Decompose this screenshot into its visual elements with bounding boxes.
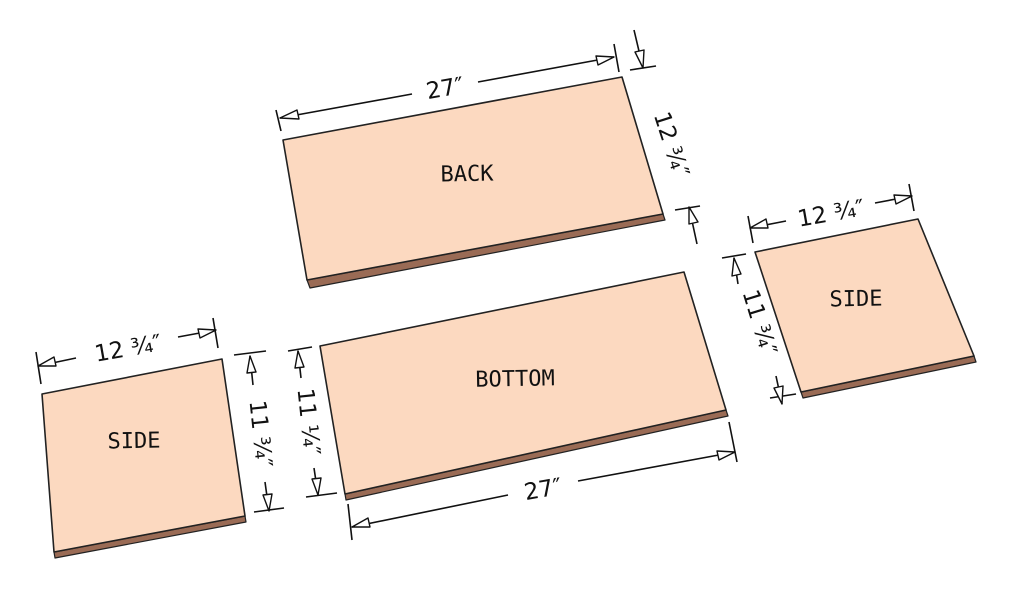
bottom-depth-label: 11 ¼″ bbox=[292, 387, 325, 457]
bottom-length-dimension: 27″ bbox=[347, 421, 738, 541]
bottom-depth-ext-bottom bbox=[305, 492, 338, 498]
bottom-panel-face bbox=[319, 271, 727, 495]
bottom-panel: BOTTOM bbox=[319, 271, 729, 501]
side-left-height-arrow-top bbox=[246, 355, 257, 374]
side-right-width-ext-right bbox=[908, 183, 915, 212]
side-left-panel: SIDE bbox=[41, 358, 247, 559]
side-right-width-label: 12 ¾″ bbox=[796, 195, 867, 232]
side-left-height-ext-top bbox=[233, 350, 267, 356]
side-left-panel-label: SIDE bbox=[107, 429, 160, 455]
back-length-line-left bbox=[279, 93, 413, 119]
side-left-height-label: 11 ¾″ bbox=[244, 399, 277, 469]
side-right-width-dimension: 12 ¾″ bbox=[747, 183, 915, 244]
side-right-panel-label: SIDE bbox=[829, 287, 882, 313]
side-left-height-arrow-bottom bbox=[262, 493, 273, 512]
back-panel-label: BACK bbox=[440, 162, 494, 188]
back-length-arrow-right bbox=[595, 55, 615, 66]
side-right-width-ext-left bbox=[747, 215, 754, 244]
side-right-width-arrow-left bbox=[749, 218, 769, 229]
bottom-length-ext-right bbox=[728, 421, 738, 463]
side-right-height-arrow-top bbox=[731, 257, 742, 277]
side-right-height-arrow-bottom bbox=[773, 385, 784, 405]
side-left-panel-face bbox=[41, 358, 246, 553]
side-left-width-ext-right bbox=[212, 317, 219, 349]
bottom-depth-arrow-bottom bbox=[311, 477, 322, 496]
bottom-length-line-right bbox=[577, 451, 736, 482]
bottom-panel-label: BOTTOM bbox=[475, 366, 555, 392]
back-panel-face bbox=[282, 76, 664, 281]
side-left-width-label: 12 ¾″ bbox=[93, 330, 164, 367]
bottom-depth-ext-top bbox=[287, 346, 313, 352]
bottom-length-arrow-left bbox=[351, 517, 371, 528]
back-length-line-right bbox=[477, 56, 615, 83]
back-height-arrow-top bbox=[634, 49, 645, 69]
bottom-length-label: 27″ bbox=[522, 474, 564, 506]
back-height-label: 12 ¾″ bbox=[648, 109, 694, 182]
back-panel: BACK bbox=[282, 76, 666, 289]
side-left-width-arrow-right bbox=[197, 328, 217, 339]
back-height-arrow-bottom bbox=[688, 206, 699, 225]
bottom-depth-arrow-top bbox=[294, 350, 305, 369]
bottom-length-ext-left bbox=[347, 503, 353, 541]
side-right-panel: SIDE bbox=[754, 218, 977, 399]
side-left-height-dimension: 11 ¾″ bbox=[233, 350, 285, 513]
side-right-width-arrow-right bbox=[893, 194, 913, 205]
side-right-height-ext-top bbox=[721, 253, 747, 259]
side-left-width-arrow-left bbox=[37, 356, 57, 367]
back-length-ext-left bbox=[275, 109, 282, 132]
bottom-length-line-left bbox=[351, 494, 509, 528]
side-left-width-ext-left bbox=[35, 351, 42, 385]
back-length-arrow-left bbox=[279, 109, 300, 120]
bottom-length-arrow-right bbox=[716, 450, 736, 461]
side-right-panel-face bbox=[754, 218, 975, 393]
back-length-ext-right bbox=[613, 43, 620, 73]
back-height-ext-bottom bbox=[674, 205, 701, 211]
back-length-label: 27″ bbox=[424, 73, 466, 105]
